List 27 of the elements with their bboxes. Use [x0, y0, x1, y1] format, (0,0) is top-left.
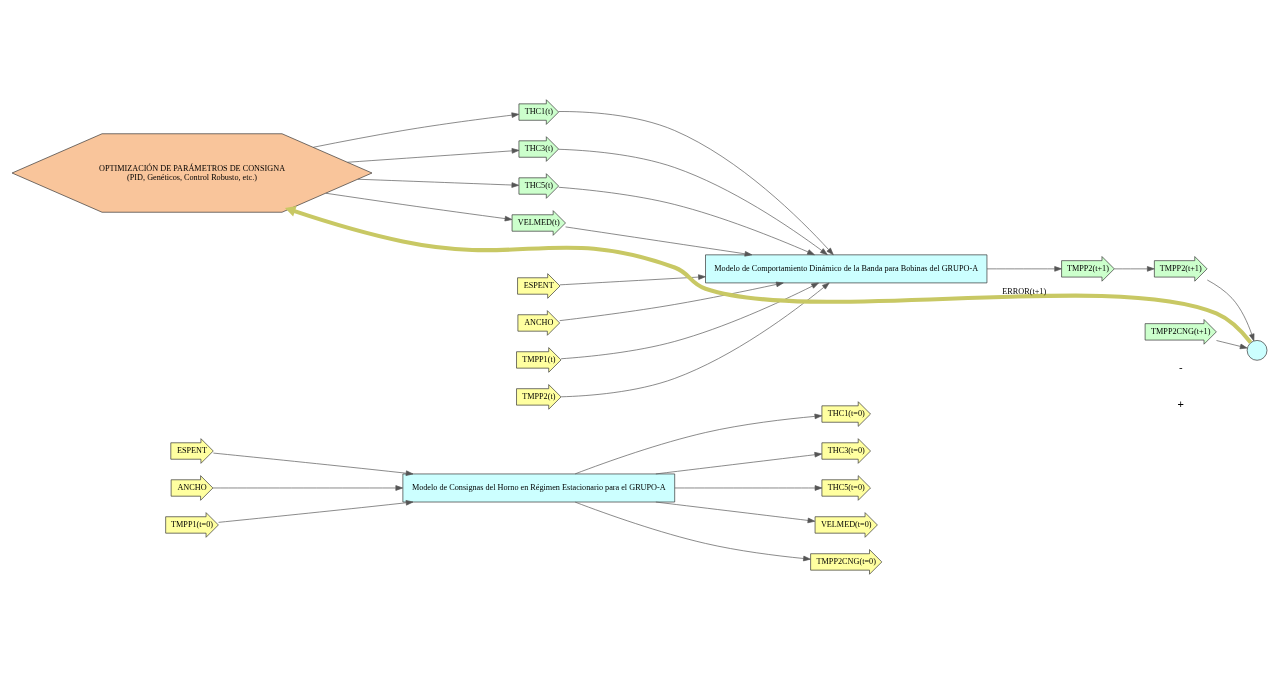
- arrow: [558, 148, 828, 255]
- arrow: [655, 451, 823, 474]
- arrow: [347, 147, 520, 163]
- arrow: [558, 110, 834, 255]
- arrow: [558, 186, 815, 255]
- arrow: [357, 178, 520, 188]
- label: +: [1177, 397, 1184, 410]
- arrow: [559, 273, 706, 285]
- arrow: [218, 499, 414, 523]
- label: -: [1178, 360, 1183, 373]
- arrow: [574, 501, 811, 561]
- arrow: [986, 265, 1062, 272]
- arrow: [574, 413, 823, 474]
- arrow: [325, 192, 513, 221]
- arrow: [212, 484, 404, 491]
- arrow: [313, 111, 520, 148]
- arrow: [559, 281, 784, 321]
- arrow: [1216, 339, 1248, 349]
- arrow: [655, 501, 816, 523]
- node-circle: [1246, 339, 1268, 361]
- arrow: [674, 484, 823, 491]
- arrow: [565, 226, 753, 256]
- arrow: [560, 282, 830, 397]
- arrow: [213, 452, 414, 476]
- arrow: [1206, 279, 1255, 341]
- arrow: [1114, 265, 1155, 272]
- arrow: [560, 282, 819, 359]
